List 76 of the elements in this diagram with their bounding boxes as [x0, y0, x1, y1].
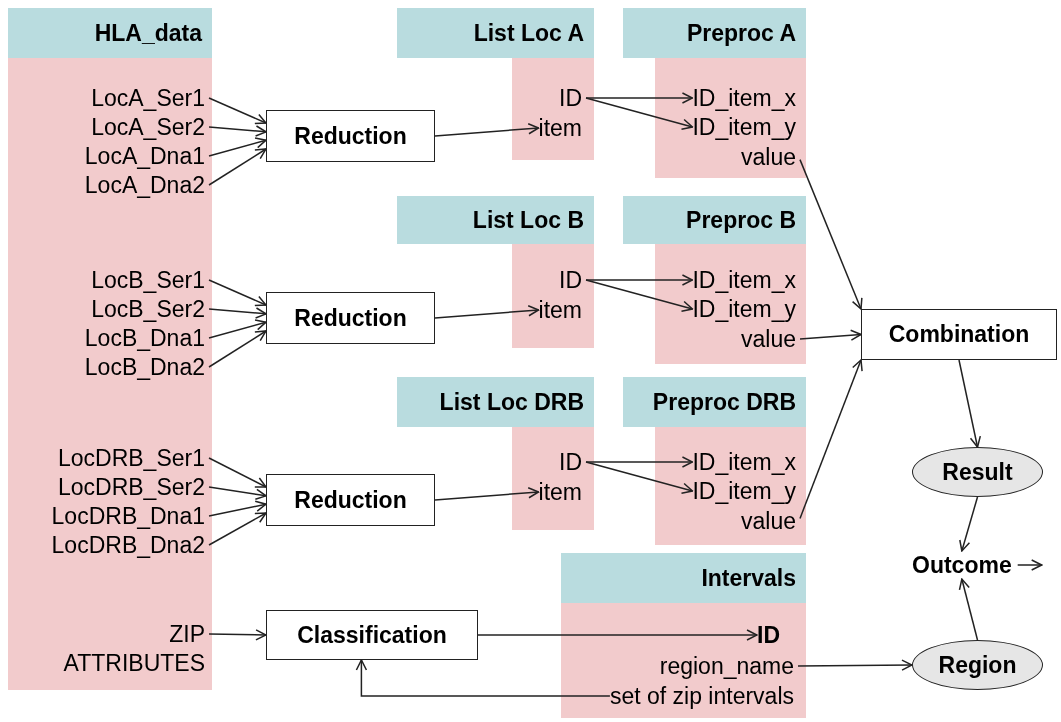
table-header: Intervals — [561, 553, 806, 603]
process-box: Combination — [861, 309, 1057, 360]
arrow — [434, 305, 540, 319]
arrow — [208, 500, 267, 517]
field-name: value — [741, 508, 796, 534]
arrow — [799, 329, 862, 341]
field-name: ID — [757, 622, 780, 648]
field-name: LocA_Ser2 — [91, 114, 205, 140]
field-name: LocB_Dna1 — [84, 325, 205, 351]
table-header: List Loc A — [397, 8, 594, 58]
process-box: Reduction — [266, 110, 435, 162]
arrow — [1016, 559, 1043, 571]
field-name: region_name — [659, 653, 794, 679]
field-name: LocB_Dna2 — [84, 354, 205, 380]
table-header: Preproc B — [623, 196, 806, 244]
field-name: ZIP — [169, 621, 205, 647]
arrow — [585, 456, 694, 468]
arrow — [959, 496, 979, 552]
field-name: LocDRB_Dna1 — [51, 503, 205, 529]
field-name: LocDRB_Ser2 — [57, 474, 205, 500]
field-name: LocB_Ser1 — [91, 267, 205, 293]
field-name: value — [741, 144, 796, 170]
ellipse-node: Region — [912, 640, 1043, 690]
field-name: item — [538, 479, 582, 505]
field-name: ID_item_x — [692, 449, 796, 475]
field-name: ID_item_y — [692, 296, 796, 322]
field-name: ID_item_y — [692, 478, 796, 504]
arrow — [958, 359, 982, 448]
entity-table — [623, 8, 806, 178]
entity-table — [623, 196, 806, 364]
entity-table — [561, 553, 806, 718]
field-name: ID_item_x — [692, 85, 796, 111]
table-header: HLA_data — [8, 8, 212, 58]
table-header: List Loc DRB — [397, 377, 594, 427]
arrow — [434, 487, 540, 501]
arrow — [585, 279, 694, 312]
field-name: ATTRIBUTES — [63, 650, 205, 676]
arrow — [799, 158, 863, 310]
field-name: value — [741, 326, 796, 352]
arrow — [799, 359, 863, 520]
arrow — [585, 92, 694, 104]
arrow — [797, 659, 913, 671]
field-name: item — [538, 297, 582, 323]
ellipse-node: Result — [912, 447, 1043, 497]
field-name: LocA_Ser1 — [91, 85, 205, 111]
process-box: Reduction — [266, 474, 435, 526]
entity-table — [623, 377, 806, 545]
process-box: Classification — [266, 610, 478, 660]
field-name: ID — [559, 267, 582, 293]
table-header: List Loc B — [397, 196, 594, 244]
field-name: set of zip intervals — [609, 683, 794, 709]
field-name: LocDRB_Dna2 — [51, 532, 205, 558]
arrow — [208, 307, 267, 319]
arrow — [208, 125, 267, 137]
field-name: LocA_Dna1 — [84, 143, 205, 169]
field-name: LocA_Dna2 — [84, 172, 205, 198]
arrow — [208, 629, 267, 641]
table-header: Preproc A — [623, 8, 806, 58]
arrow — [477, 629, 758, 641]
process-box: Reduction — [266, 292, 435, 344]
field-name: ID — [559, 85, 582, 111]
arrow — [585, 274, 694, 286]
arrow — [434, 123, 540, 137]
field-name: LocDRB_Ser1 — [57, 445, 205, 471]
field-name: ID — [559, 449, 582, 475]
field-name: ID_item_x — [692, 267, 796, 293]
field-name: ID_item_y — [692, 114, 796, 140]
field-name: LocB_Ser2 — [91, 296, 205, 322]
arrow — [585, 97, 694, 130]
field-name: item — [538, 115, 582, 141]
arrow — [208, 486, 267, 500]
arrow — [355, 659, 611, 697]
arrow — [958, 578, 979, 641]
output-label: Outcome — [912, 551, 1012, 579]
arrow — [585, 461, 694, 494]
table-header: Preproc DRB — [623, 377, 806, 427]
